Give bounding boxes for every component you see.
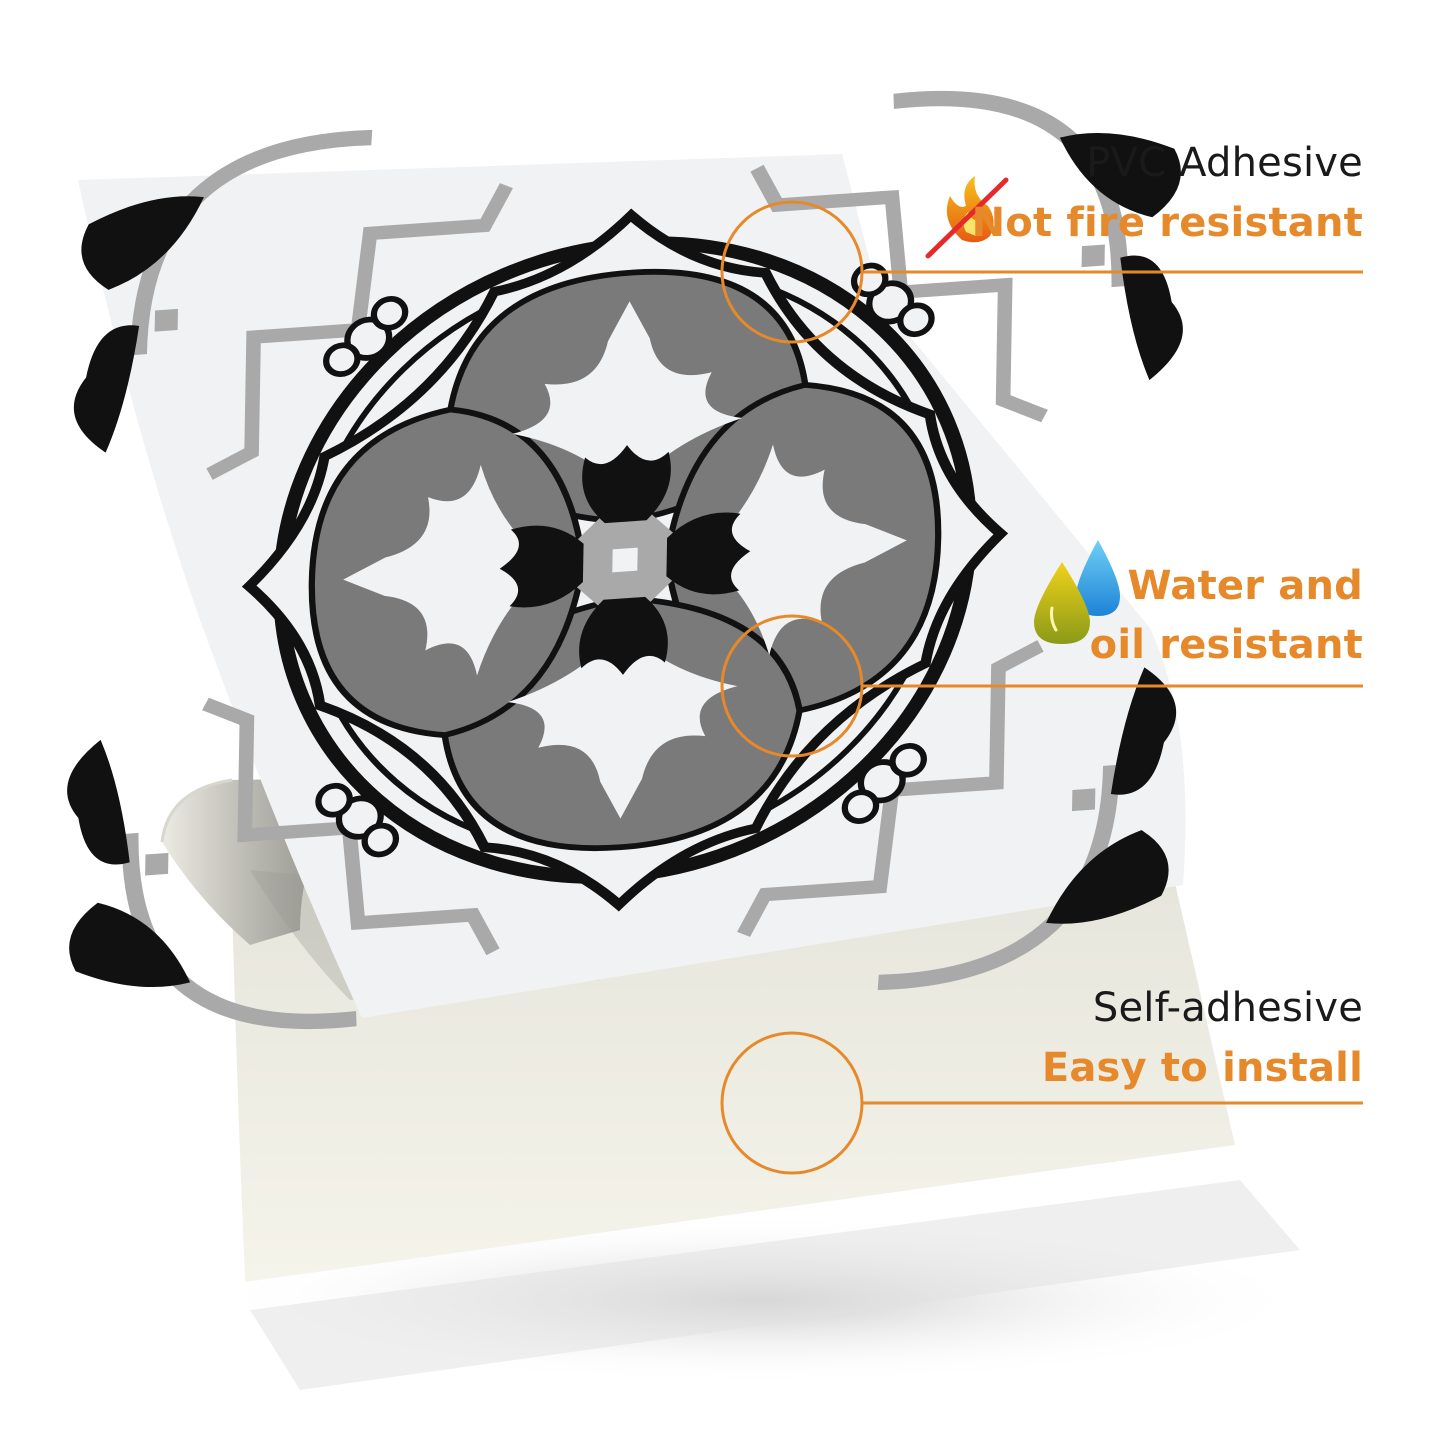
water-oil-drops-icon: [1034, 540, 1120, 644]
feature-pvc-adhesive: PVC Adhesive: [1086, 140, 1363, 186]
tile-center-cross: [612, 547, 638, 573]
tile-corner-drop: [69, 902, 191, 988]
callout-water: [720, 614, 1363, 758]
backing-shadow: [250, 1180, 1300, 1390]
tile-corner-drop: [67, 739, 130, 865]
tile-corner-drop: [81, 196, 204, 290]
tile-corner-drop: [73, 325, 140, 453]
tile-corner-drop: [1110, 667, 1177, 795]
tile-corner-square: [145, 852, 169, 876]
feature-oil-resistant: oil resistant: [1089, 622, 1363, 668]
tile-corner-drop: [1046, 830, 1169, 924]
tile-clover-knobs: [315, 262, 935, 858]
backing-curl-edge: [160, 778, 233, 843]
tile-outer-arc: [121, 90, 1129, 1030]
callout-fire: [720, 200, 1363, 344]
tile-corner-drop: [1059, 132, 1181, 218]
callout-adhesive: [720, 1031, 1363, 1175]
tile-center-tulips: [499, 445, 751, 675]
tile-corner-square: [1081, 244, 1105, 268]
feature-easy-to-install: Easy to install: [1041, 1045, 1363, 1091]
feature-self-adhesive: Self-adhesive: [1092, 985, 1363, 1031]
tile-corner-drop: [1120, 255, 1183, 381]
feature-not-fire-resistant: Not fire resistant: [971, 200, 1363, 246]
tile-corner-square: [1072, 788, 1096, 812]
tile-corner-square: [154, 308, 178, 332]
tile-white-leaves: [343, 301, 907, 819]
vinyl-tile: [67, 90, 1186, 1030]
feature-water-and: Water and: [1127, 563, 1363, 609]
no-fire-icon: [925, 176, 1009, 259]
